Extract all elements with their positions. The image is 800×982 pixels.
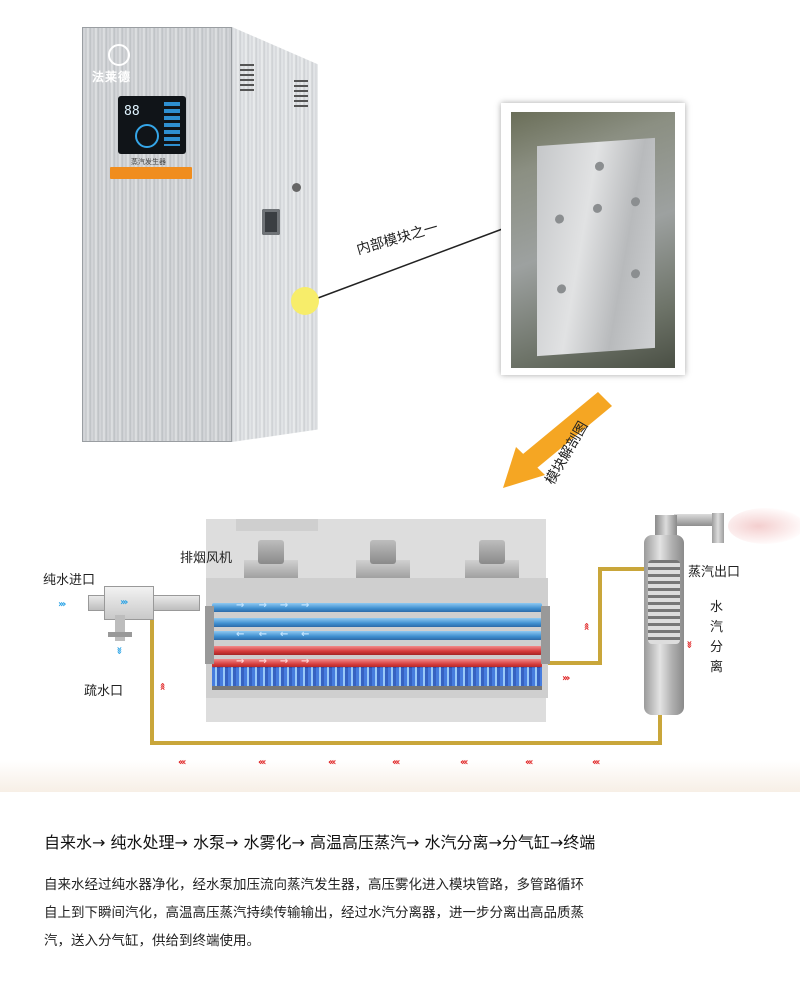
inflow-chevron-icon: ››› xyxy=(58,599,67,610)
description-line: 汽，送入分气缸，供给到终端使用。 xyxy=(44,933,260,949)
feature-strip xyxy=(110,167,192,179)
return-chevron-icon: ‹‹‹ xyxy=(525,757,534,768)
drain-valve-icon xyxy=(108,632,132,637)
drain-outlet-label: 疏水口 xyxy=(84,684,124,699)
knob-icon xyxy=(292,183,301,192)
steam-outlet-elbow xyxy=(712,513,724,543)
burner-valve-base xyxy=(465,560,519,580)
internal-module-photo xyxy=(501,103,685,375)
return-chevron-icon: ‹‹‹ xyxy=(178,757,187,768)
diagram-floor xyxy=(0,760,800,792)
steam-outlet-pipe xyxy=(674,514,724,526)
burner-valve-base xyxy=(356,560,410,580)
burner-base xyxy=(212,686,542,690)
return-pipe-right xyxy=(658,712,662,745)
return-chevron-icon: ‹‹‹ xyxy=(258,757,267,768)
cutaway-arrow-icon xyxy=(503,392,612,488)
panel-caption: 蒸汽发生器 xyxy=(131,158,166,166)
return-chevron-icon: ‹‹‹ xyxy=(392,757,401,768)
flow-arrow-left-icon: ← ← ← ← xyxy=(236,629,309,640)
water-tube-3 xyxy=(212,631,542,640)
steam-tube-1 xyxy=(212,646,542,655)
description-line: 自上到下瞬间汽化，高温高压蒸汽持续传输输出，经过水汽分离器，进一步分离出高品质蒸 xyxy=(44,905,584,921)
tube-flange-left xyxy=(205,606,214,664)
vent-grille-icon xyxy=(240,64,254,94)
process-steps-heading: 自来水→ 纯水处理→ 水泵→ 水雾化→ 高温高压蒸汽→ 水汽分离→分气缸→终端 xyxy=(44,833,596,852)
outlet-pipe-horizontal xyxy=(546,661,602,665)
steam-tube-2 xyxy=(212,659,542,668)
panel-level-bars-icon xyxy=(164,102,180,146)
separation-label-char: 离 xyxy=(710,660,724,675)
downflow-chevron-icon: ››› xyxy=(683,640,695,647)
return-chevron-icon: ‹‹‹ xyxy=(592,757,601,768)
steam-outlet-label: 蒸汽出口 xyxy=(688,565,741,580)
separation-label: 水 汽 分 离 xyxy=(710,598,723,678)
drain-chevron-icon: ››› xyxy=(113,646,125,653)
brand-logo-icon xyxy=(108,44,130,66)
outlet-pipe-vertical xyxy=(598,570,602,665)
pure-water-inlet-label: 纯水进口 xyxy=(43,573,96,588)
burner-valve-icon xyxy=(258,540,284,564)
flow-arrow-right-icon: → → → → xyxy=(236,600,309,611)
door-lock-icon xyxy=(262,209,280,235)
steam-plume xyxy=(728,508,800,544)
inflow-chevron-icon: ››› xyxy=(120,597,129,608)
return-chevron-icon: ‹‹‹ xyxy=(460,757,469,768)
callout-marker xyxy=(291,287,319,315)
burner-valve-base xyxy=(244,560,298,580)
tube-flange-right xyxy=(541,606,550,664)
return-pipe-left xyxy=(150,610,154,745)
return-pipe-bottom xyxy=(150,741,662,745)
brand-name: 法莱德 xyxy=(92,70,132,84)
description-line: 自来水经过纯水器净化，经水泵加压流向蒸汽发生器，高压雾化进入模块管路，多管路循环 xyxy=(44,877,584,893)
panel-digital-display: 88 xyxy=(124,104,140,119)
separation-label-char: 汽 xyxy=(710,620,724,635)
burner-valve-icon xyxy=(479,540,505,564)
callout-leader-line xyxy=(317,227,506,299)
vent-grille-icon xyxy=(294,80,308,110)
burner-flame xyxy=(212,667,542,687)
upflow-chevron-icon: ››› xyxy=(157,684,169,691)
separation-label-char: 水 xyxy=(710,600,724,615)
return-chevron-icon: ‹‹‹ xyxy=(328,757,337,768)
panel-dial-icon xyxy=(135,124,159,148)
outflow-chevron-icon: ››› xyxy=(562,673,571,684)
callout-lines xyxy=(317,227,612,488)
outlet-pipe-top xyxy=(598,567,646,571)
exhaust-fan-label: 排烟风机 xyxy=(180,551,233,566)
separator-neck xyxy=(655,515,677,541)
separator-coil xyxy=(648,560,680,644)
burner-valve-icon xyxy=(370,540,396,564)
separation-label-char: 分 xyxy=(710,640,724,655)
water-tube-2 xyxy=(212,618,542,627)
inlet-filter xyxy=(104,586,154,620)
drain-pipe xyxy=(115,615,125,641)
upflow-chevron-icon: ››› xyxy=(581,624,593,631)
housing-top-tab xyxy=(236,519,318,531)
flow-arrow-right-icon: → → → → xyxy=(236,656,309,667)
water-tube-1 xyxy=(212,603,542,612)
